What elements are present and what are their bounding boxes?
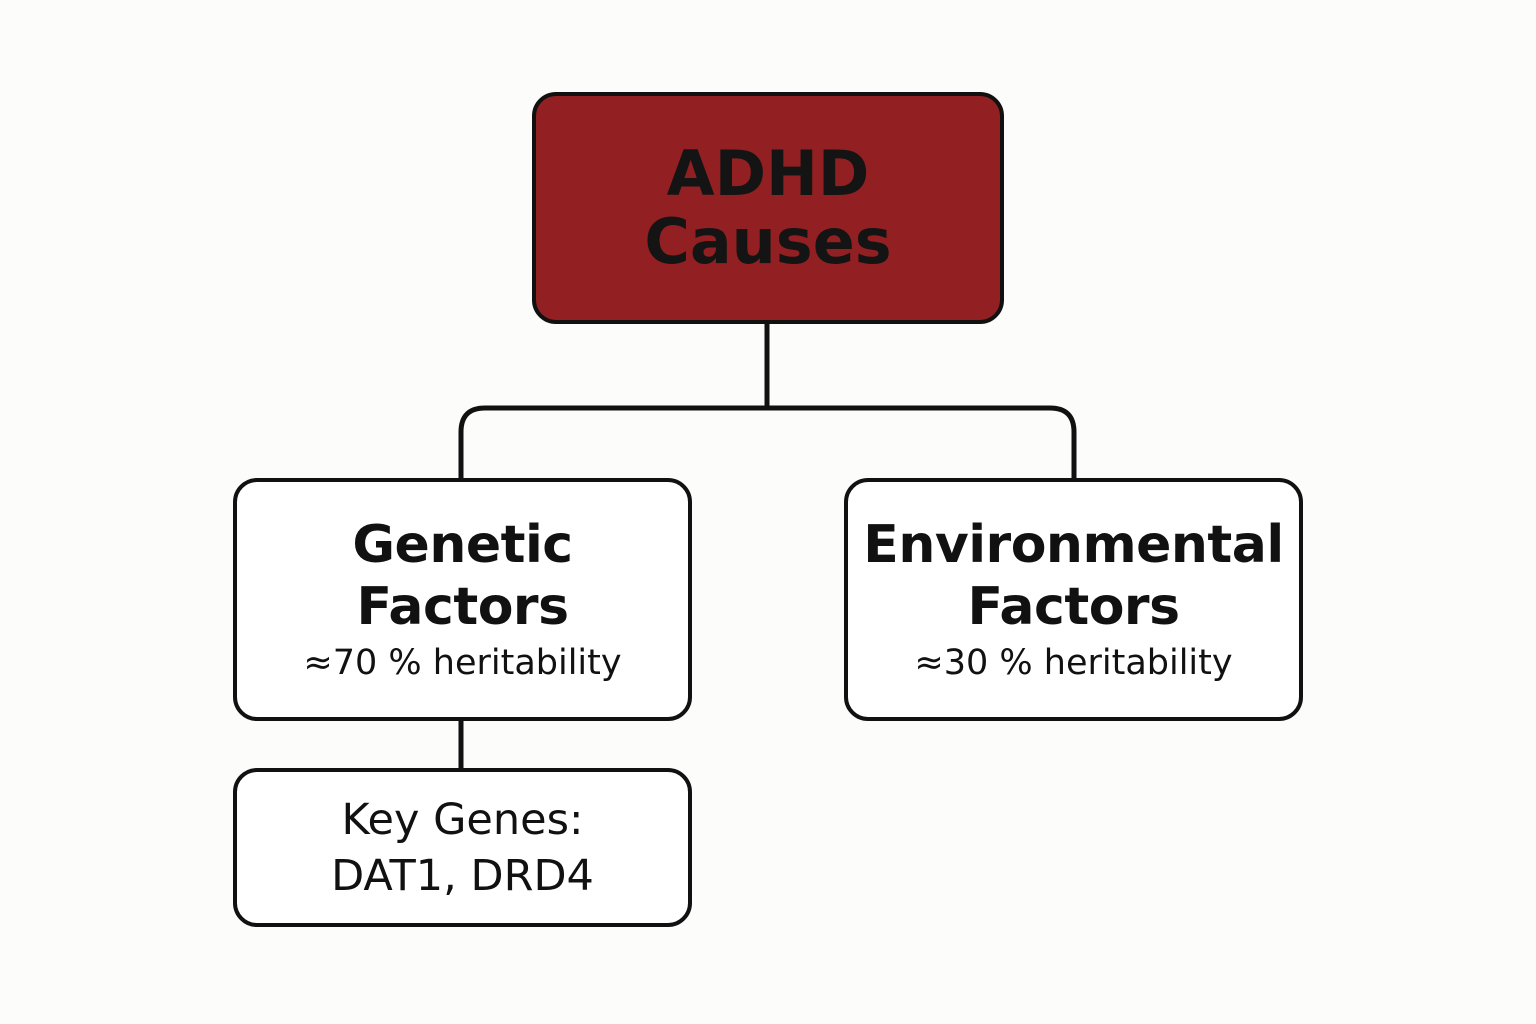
key-genes-list: DAT1, DRD4 xyxy=(331,850,594,901)
genetic-title-line-1: Genetic xyxy=(352,514,573,575)
genetic-heritability: ≈70 % heritability xyxy=(303,642,622,683)
key-genes-label: Key Genes: xyxy=(341,794,584,845)
environmental-title-line-1: Environmental xyxy=(863,514,1284,575)
genetic-title-line-2: Factors xyxy=(356,576,569,637)
root-title-line-2: Causes xyxy=(644,205,892,278)
environmental-factors-node: Environmental Factors ≈30 % heritability xyxy=(844,478,1303,721)
root-node-adhd-causes: ADHD Causes xyxy=(532,92,1004,324)
key-genes-node: Key Genes: DAT1, DRD4 xyxy=(233,768,692,927)
environmental-heritability: ≈30 % heritability xyxy=(914,642,1233,683)
branch-split-connector xyxy=(458,405,1077,480)
root-title-line-1: ADHD xyxy=(666,137,870,210)
genetic-factors-node: Genetic Factors ≈70 % heritability xyxy=(233,478,692,721)
environmental-title-line-2: Factors xyxy=(967,576,1180,637)
